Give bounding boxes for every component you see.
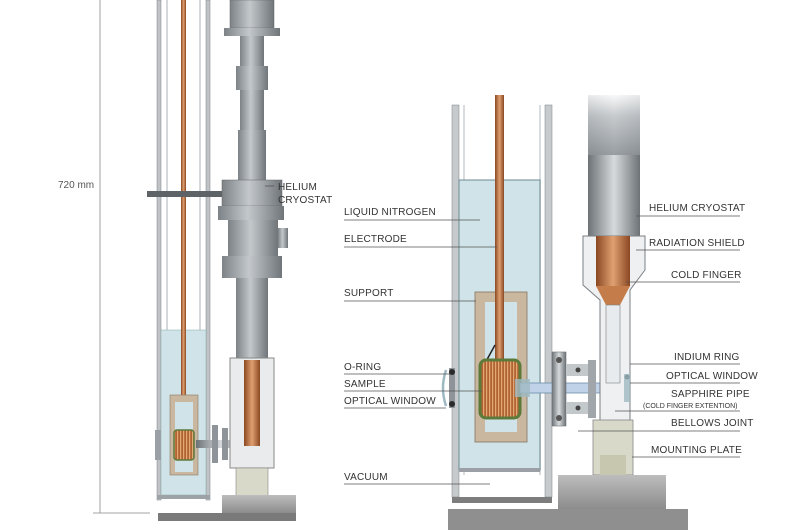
label-support: SUPPORT [344,288,394,299]
overview-helium-cryostat [218,0,288,499]
label-bellows-joint: BELLOWS JOINT [671,418,754,429]
dimension-label: 720 mm [58,180,94,191]
detail-radiation-shield [582,235,646,471]
detail-mounting-plate-shape [558,475,666,509]
overview-base [158,513,296,521]
label-optical-window-left: OPTICAL WINDOW [344,396,436,407]
overview-crossbar [147,191,277,197]
label-o-ring: O-RING [344,362,381,373]
overview-mounting-plate [222,495,296,513]
overview-electrode [181,0,186,440]
overview-helium-label-2: CRYOSTAT [278,195,332,206]
overview-support [169,394,199,476]
detail-base-plate [448,509,688,530]
detail-labels: LIQUID NITROGEN ELECTRODE SUPPORT O-RING… [344,203,758,485]
label-mounting-plate: MOUNTING PLATE [651,445,742,456]
detail-cold-finger [596,236,630,286]
detail-bellows-joint [551,351,596,427]
label-cold-finger: COLD FINGER [671,270,742,281]
overview-window-flange [155,425,246,463]
label-vacuum: VACUUM [344,472,388,483]
label-optical-window-right: OPTICAL WINDOW [666,371,758,382]
label-sample: SAMPLE [344,379,386,390]
label-indium-ring: INDIUM RING [674,352,740,363]
detail-sample [478,358,522,420]
detail-assembly [441,95,688,530]
label-electrode: ELECTRODE [344,234,407,245]
overview-assembly: 720 mm [58,0,332,521]
detail-electrode [495,95,504,370]
detail-left-window [441,368,455,408]
label-sapphire-pipe: SAPPHIRE PIPE [671,389,750,400]
label-helium-cryostat: HELIUM CRYOSTAT [649,203,745,214]
overview-helium-label-1: HELIUM [278,182,317,193]
height-dimension: 720 mm [58,0,150,514]
label-liquid-nitrogen: LIQUID NITROGEN [344,207,436,218]
label-radiation-shield: RADIATION SHIELD [649,238,745,249]
label-sapphire-pipe-note: (COLD FINGER EXTENTION) [643,403,738,410]
